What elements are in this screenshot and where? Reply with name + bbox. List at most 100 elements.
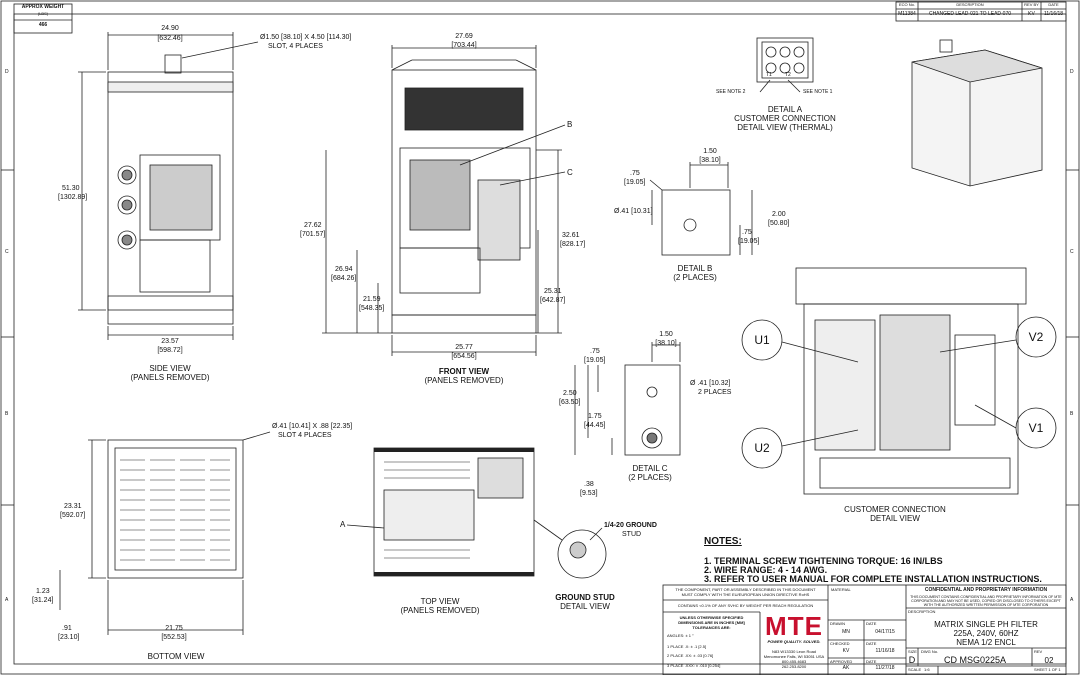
ground-stud-callout: 1/4-20 GROUND [604,522,657,529]
bottom-depth-mm: [592.07] [60,512,86,519]
tol-3-place: 3 PLACE .XXX: ± .010 [0.254] [667,663,721,668]
side-view-subtitle: (PANELS REMOVED) [130,373,210,382]
detail-c-w: 1.50 [659,331,673,338]
detail-c-w-mm: [38.10] [655,340,677,347]
side-height-mm: [1302.89] [58,194,88,201]
drawn-date-label: DATE [866,621,877,626]
front-bottom-mm: [654.56] [451,353,477,360]
approved-date-label: DATE [866,659,877,664]
side-view-title: SIDE VIEW [149,364,191,373]
mte-logo: MTE [765,611,823,641]
detail-b-d1-mm: [50.80] [768,220,790,227]
weight-unit: (LBS) [37,11,49,16]
terminal-u1: U1 [754,333,770,347]
detail-b-d1: 2.00 [772,211,786,218]
side-bottom-dim: 23.57 [161,338,179,345]
top-view-title: TOP VIEW [420,597,460,606]
front-d3-dim: 21.59 [363,296,381,303]
confidential-line-3: WITH THE AUTHORIZED WRITTEN PERMISSION O… [923,603,1049,607]
detail-c-d3-mm: [9.53] [580,490,598,497]
address-1: N83 W13330 Leon Road [771,649,817,654]
detail-b-w: 1.50 [703,148,717,155]
drawn-by: MN [842,629,850,635]
mte-tagline: POWER QUALITY. SOLVED. [767,639,821,644]
checked-by: KV [842,648,850,654]
checked-date-label: DATE [866,641,877,646]
rev-header-desc: DESCRIPTION [956,2,984,7]
front-d5-mm: [642.87] [540,297,566,304]
front-d2-mm: [684.26] [331,275,357,282]
detail-b-h1: .75 [630,170,640,177]
rev-header-eco: ECO No. [898,2,915,7]
scale-value: 1:6 [924,667,930,672]
material-label: MATERIAL [831,587,851,592]
bottom-d2-dim: .91 [62,625,72,632]
tol-angles: ANGLES: ± 1 ° [667,633,694,638]
side-slot-note: SLOT, 4 PLACES [268,43,323,50]
address-4: 262.253.8200 [781,664,807,669]
sheet-count: SHEET 1 OF 1 [1034,667,1061,672]
detail-a-note1: SEE NOTE 1 [803,89,833,95]
detail-a-title: DETAIL A [767,105,803,114]
front-d4-dim: 32.61 [562,232,580,239]
zone-letter-c: C [5,249,9,255]
detail-b-h1-mm: [19.05] [624,179,646,186]
front-callout-c: C [567,168,573,177]
detail-c-hole: Ø .41 [10.32] [690,380,731,387]
weight-value: 466 [38,22,48,28]
customer-connection-subtitle: DETAIL VIEW [870,514,920,523]
front-view-subtitle: (PANELS REMOVED) [424,376,504,385]
front-d3-mm: [548.35] [359,305,385,312]
approved-label: APPROVED [830,659,853,664]
front-d1-mm: [701.57] [300,231,326,238]
address-2: Menomonee Falls, WI 53051 USA [763,654,825,659]
checked-label: CHECKED [830,641,850,646]
zone-letter-a-right: A [1070,597,1074,603]
bottom-d1-dim: 1.23 [36,588,50,595]
rev-desc: CHANGED LEAD-021 TO LEAD-070 [928,11,1012,17]
ground-stud-callout2: STUD [622,531,642,538]
detail-c-subtitle: (2 PLACES) [628,473,672,482]
tol-head-2: DIMENSIONS ARE IN INCHES [MM] [678,620,745,625]
front-view-title: FRONT VIEW [438,367,490,376]
compliance-line-2: MUST COMPLY WITH THE EU/EUROPEAN UNION D… [681,592,810,597]
zone-letter-b-right: B [1070,411,1074,417]
reach-statement: CONTAINS <0.1% OF ANY SVHC BY WEIGHT PER… [677,603,814,608]
confidential-line-1: THIS DOCUMENT CONTAINS CONFIDENTIAL AND … [910,595,1062,599]
detail-b-title: DETAIL B [677,264,713,273]
description-line-1: MATRIX SINGLE PH FILTER [934,620,1038,629]
size-value: D [908,655,916,665]
notes-heading: NOTES: [704,536,742,547]
rev-header-by: REV BY [1024,2,1039,7]
bottom-d2-mm: [23.10] [58,634,80,641]
zone-letter-c-right: C [1070,249,1074,255]
rev-header-date: DATE [1048,2,1059,7]
confidential-line-2: CORPORATION AND MAY NOT BE USED, COPIED … [911,599,1061,603]
side-slot-dim: Ø1.50 [38.10] X 4.50 [114.30] [260,34,352,41]
front-width-mm: [703.44] [451,42,477,49]
front-d5-dim: 25.31 [544,288,562,295]
terminal-u2: U2 [754,441,770,455]
front-d2-dim: 26.94 [335,266,353,273]
customer-connection-title: CUSTOMER CONNECTION [844,505,946,514]
drawn-label: DRAWN [830,621,845,626]
ground-stud-subtitle: DETAIL VIEW [560,602,610,611]
tol-head-3: TOLERANCES ARE: [692,625,731,630]
approved-by: AK [842,665,850,671]
detail-b-subtitle: (2 PLACES) [673,273,717,282]
dwg-number: CD MSG0225A [943,655,1007,665]
front-d4-mm: [828.17] [560,241,586,248]
side-height-dim: 51.30 [62,185,80,192]
zone-letter-d: D [5,69,9,75]
detail-c-d2: 1.75 [588,413,602,420]
detail-a-t2: T2 [785,72,791,78]
side-bottom-mm: [598.72] [157,347,183,354]
terminal-v1: V1 [1028,421,1044,435]
scale-label: SCALE [908,667,922,672]
detail-c-d2-mm: [44.45] [584,422,606,429]
tol-1-place: 1 PLACE .X: ± .1 [2.5] [667,644,707,649]
detail-c-d3: .38 [584,481,594,488]
detail-a-t1: T1 [766,72,772,78]
detail-c-h1: .75 [590,348,600,355]
